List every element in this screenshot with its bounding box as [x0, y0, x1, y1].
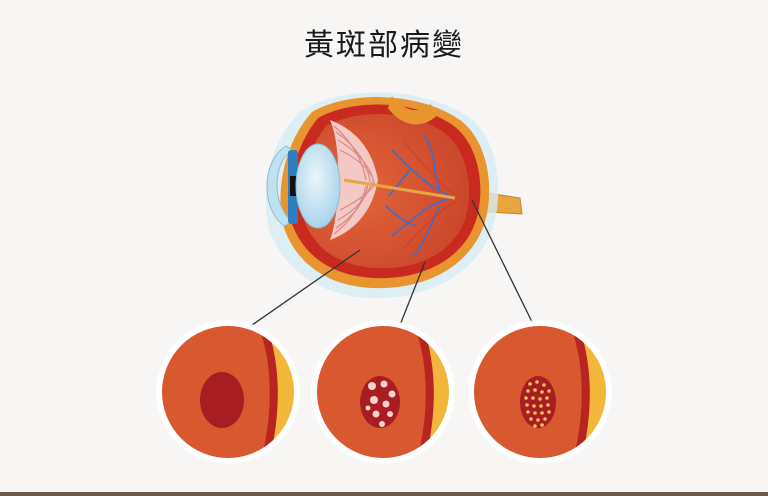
lens	[295, 143, 341, 229]
visual-axis	[343, 178, 456, 200]
lesion-deposits	[520, 376, 556, 428]
page-title: 黃斑部病變	[304, 28, 464, 63]
cornea	[266, 145, 293, 227]
stage-3-circle	[468, 320, 612, 464]
connector-lines	[241, 199, 537, 333]
lesion-dry	[200, 372, 244, 428]
retinal-vessels	[385, 135, 456, 257]
bottom-bar	[0, 492, 768, 496]
stage-2-circle	[311, 320, 455, 464]
stage-1-circle	[156, 320, 300, 464]
lesion-drusen	[360, 376, 400, 428]
